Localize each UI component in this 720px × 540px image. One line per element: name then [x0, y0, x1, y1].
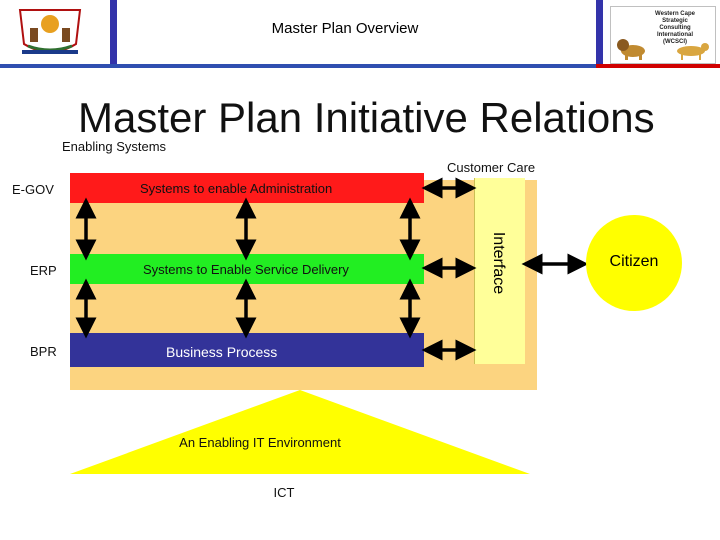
header-left-bar: [110, 0, 117, 64]
egov-label: E-GOV: [12, 182, 54, 197]
citizen-circle: Citizen: [586, 215, 682, 311]
business-process-label: Business Process: [166, 344, 278, 360]
double-arrow-icon: [75, 177, 589, 361]
header-title: Master Plan Overview: [271, 20, 419, 37]
administration-systems-label: Systems to enable Administration: [140, 181, 333, 196]
bpr-label: BPR: [30, 344, 57, 359]
customer-care-label: Customer Care: [447, 160, 536, 175]
national-crest-icon: [8, 4, 92, 60]
slide-title: Master Plan Initiative Relations: [78, 94, 655, 141]
citizen-label: Citizen: [609, 253, 659, 270]
ict-label: ICT: [273, 485, 295, 500]
cheetah-icon: [677, 43, 709, 60]
partner-logo: Western Cape Strategic Consulting Intern…: [610, 6, 716, 64]
service-delivery-label: Systems to Enable Service Delivery: [143, 262, 349, 277]
it-environment-triangle: [70, 390, 530, 474]
business-process-band: Business Process: [70, 333, 424, 367]
interface-box: [474, 178, 525, 364]
it-environment-label: An Enabling IT Environment: [179, 435, 341, 450]
erp-label: ERP: [30, 263, 57, 278]
header-rule: [0, 64, 720, 68]
header-right-bar: [596, 0, 603, 64]
partner-logo-text: Western Cape Strategic Consulting Intern…: [655, 11, 695, 45]
header-rule-accent: [596, 64, 720, 68]
lion-icon: [617, 39, 645, 60]
enabling-systems-label: Enabling Systems: [62, 139, 167, 154]
